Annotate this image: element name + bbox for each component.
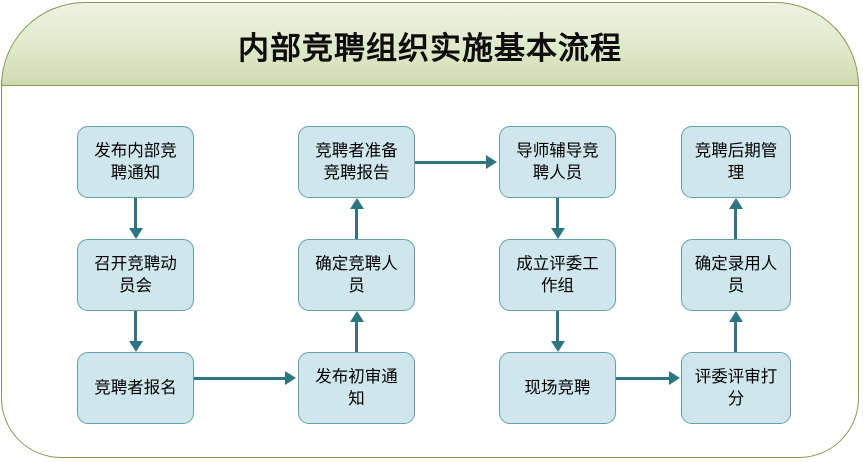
edge-n7-n8-arrowhead	[550, 228, 565, 239]
edge-n3-n4-shaft	[194, 376, 287, 380]
node-label: 发布初审通知	[315, 367, 398, 408]
node-label: 现场竞聘	[524, 378, 591, 398]
node-confirm-hires[interactable]: 确定录用人员	[681, 239, 791, 311]
node-label: 确定竞聘人员	[315, 254, 398, 295]
edge-n4-n5-shaft	[355, 322, 358, 352]
edge-n11-n12-shaft	[734, 209, 737, 239]
edge-n2-n3-shaft	[134, 311, 137, 343]
edge-n9-n10-shaft	[616, 376, 671, 380]
edge-n3-n4-arrowhead	[285, 371, 296, 385]
node-applicant-registration[interactable]: 竞聘者报名	[77, 352, 194, 424]
node-panel-scoring[interactable]: 评委评审打分	[681, 352, 791, 424]
node-label: 确定录用人员	[694, 254, 778, 295]
node-label: 成立评委工作组	[516, 254, 599, 295]
edge-n2-n3-arrowhead	[128, 341, 143, 352]
edge-n10-n11-shaft	[734, 322, 737, 352]
node-label: 竞聘者准备竞聘报告	[315, 141, 398, 182]
node-label: 竞聘者报名	[94, 378, 177, 398]
node-label: 导师辅导竞聘人员	[516, 141, 599, 182]
node-label: 召开竞聘动员会	[94, 254, 177, 295]
edge-n1-n2-shaft	[134, 198, 137, 230]
edge-n4-n5-arrowhead	[349, 311, 364, 322]
node-mobilization-meeting[interactable]: 召开竞聘动员会	[77, 239, 194, 311]
edge-n6-n7-arrowhead	[486, 155, 497, 169]
node-onsite-competition[interactable]: 现场竞聘	[499, 352, 616, 424]
edge-n5-n6-arrowhead	[349, 198, 364, 209]
node-prepare-report[interactable]: 竞聘者准备竞聘报告	[298, 126, 415, 198]
edge-n1-n2-arrowhead	[128, 228, 143, 239]
edge-n11-n12-arrowhead	[728, 198, 743, 209]
edge-n7-n8-shaft	[556, 198, 559, 230]
title-banner: 内部竞聘组织实施基本流程	[1, 2, 859, 86]
node-label: 竞聘后期管理	[694, 141, 778, 182]
node-mentor-coaching[interactable]: 导师辅导竞聘人员	[499, 126, 616, 198]
edge-n6-n7-shaft	[415, 160, 488, 164]
node-post-competition-management[interactable]: 竞聘后期管理	[681, 126, 791, 198]
node-publish-prelim-notice[interactable]: 发布初审通知	[298, 352, 415, 424]
node-label: 评委评审打分	[694, 367, 778, 408]
edge-n8-n9-shaft	[556, 311, 559, 343]
node-confirm-candidates[interactable]: 确定竞聘人员	[298, 239, 415, 311]
node-label: 发布内部竞聘通知	[94, 141, 177, 182]
edge-n5-n6-shaft	[355, 209, 358, 239]
edge-n8-n9-arrowhead	[550, 341, 565, 352]
edge-n9-n10-arrowhead	[669, 371, 680, 385]
node-establish-panel[interactable]: 成立评委工作组	[499, 239, 616, 311]
node-publish-notice[interactable]: 发布内部竞聘通知	[77, 126, 194, 198]
page-title: 内部竞聘组织实施基本流程	[238, 31, 622, 66]
edge-n10-n11-arrowhead	[728, 311, 743, 322]
